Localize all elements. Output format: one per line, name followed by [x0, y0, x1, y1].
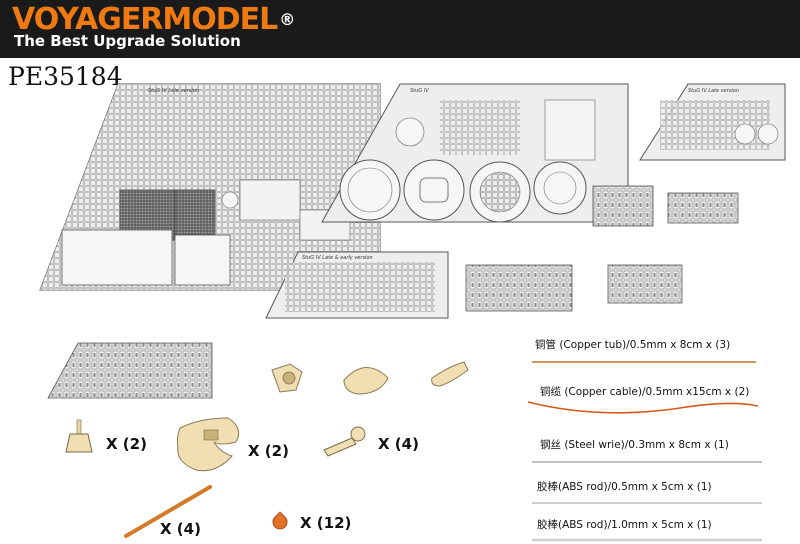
- fret-a-title: StuG IV Late version: [148, 88, 199, 94]
- product-code: PE35184: [8, 62, 123, 91]
- qty-tow-shackle: X (4): [378, 435, 419, 453]
- fret-d-title: StuG IV Late & early version: [302, 255, 373, 261]
- fret-c: StuG IV Late version: [639, 83, 786, 161]
- fret-a: StuG IV Late version: [39, 83, 381, 291]
- brand-tagline: The Best Upgrade Solution: [14, 32, 241, 50]
- mud-flap: [176, 417, 240, 472]
- track-strip-c: [465, 264, 573, 312]
- qty-antenna-base: X (2): [106, 435, 147, 453]
- material-label-4: 胶棒(ABS rod)/1.0mm x 5cm x (1): [537, 519, 712, 531]
- material-line-1: [527, 401, 759, 414]
- track-strip-b: [667, 192, 739, 224]
- fret-d: StuG IV Late & early version: [265, 251, 449, 319]
- tow-shackle: [323, 426, 366, 457]
- fret-c-title: StuG IV Late version: [688, 88, 739, 94]
- resin-parts: [65, 361, 469, 538]
- fret-e: [47, 342, 213, 399]
- qty-mud-flap: X (2): [248, 442, 289, 460]
- qty-dome: X (12): [300, 514, 352, 532]
- resin-cover: [343, 367, 389, 395]
- resin-nozzle: [431, 361, 469, 387]
- material-label-0: 铜管 (Copper tub)/0.5mm x 8cm x (3): [535, 339, 731, 351]
- material-label-2: 钢丝 (Steel wrie)/0.3mm x 8cm x (1): [540, 439, 729, 451]
- track-strip-d: [607, 264, 683, 304]
- brand-logo: VOYAGERMODEL®: [12, 2, 295, 37]
- antenna-base: [65, 419, 93, 453]
- brand-name-part2: MODEL: [162, 2, 278, 37]
- material-label-1: 铜缆 (Copper cable)/0.5mm x15cm x (2): [540, 386, 750, 398]
- material-label-3: 胶棒(ABS rod)/0.5mm x 5cm x (1): [537, 481, 712, 493]
- header-banner: VOYAGERMODEL® The Best Upgrade Solution: [0, 0, 800, 58]
- dome: [272, 511, 288, 530]
- copper-rod: [124, 485, 212, 538]
- registered-mark: ®: [279, 10, 295, 29]
- fret-b: StuG IV: [321, 83, 629, 223]
- fret-b-title: StuG IV: [410, 88, 429, 94]
- track-strip-a: [592, 185, 654, 227]
- qty-rod: X (4): [160, 520, 201, 538]
- brand-name-part1: VOYAGER: [12, 2, 163, 37]
